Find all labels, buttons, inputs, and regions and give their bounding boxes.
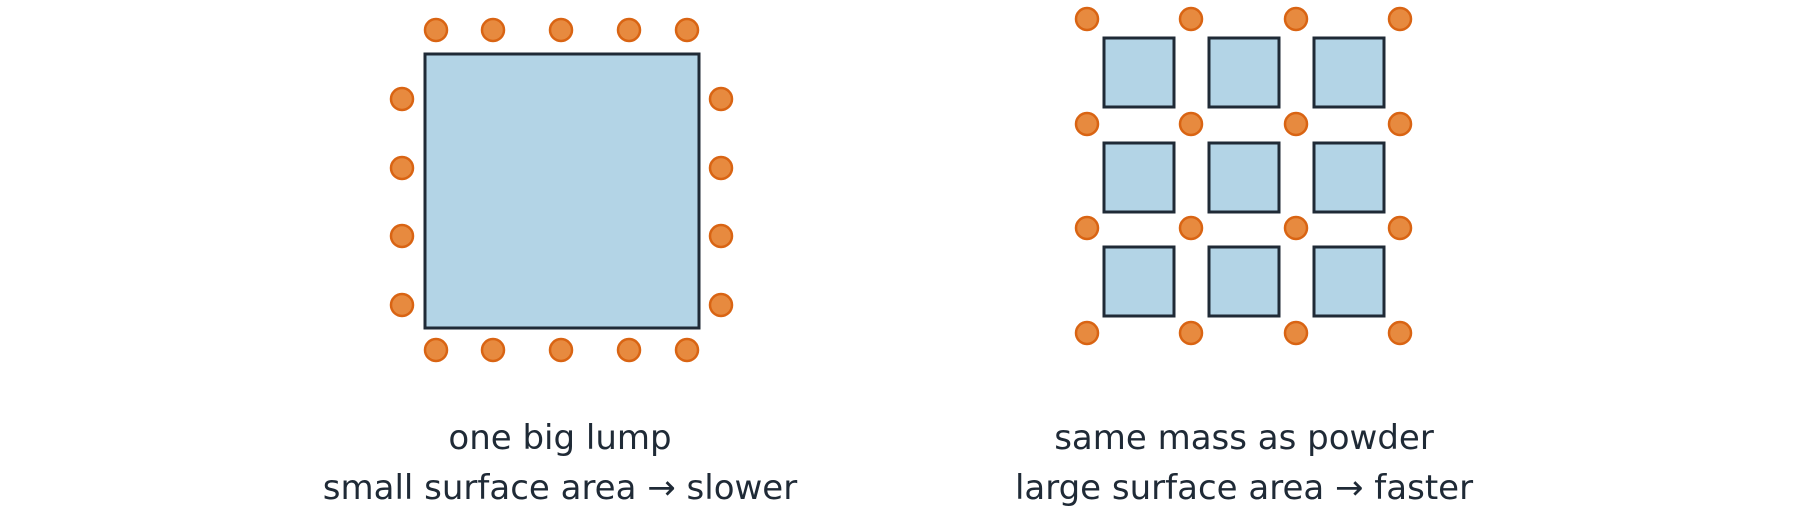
particle-right-2 — [708, 223, 734, 249]
powder-piece-1-0 — [1102, 141, 1176, 214]
powder-piece-2-1 — [1207, 245, 1281, 318]
particle-left-1 — [389, 155, 415, 181]
powder-particle-2-0 — [1074, 215, 1100, 241]
powder-piece-2-2 — [1312, 245, 1386, 318]
particle-left-0 — [389, 86, 415, 112]
big-lump-caption: one big lump small surface area → slower — [210, 413, 910, 513]
particle-top-3 — [616, 17, 642, 43]
powder-particle-0-2 — [1283, 6, 1309, 32]
powder-piece-1-1 — [1207, 141, 1281, 214]
particle-bottom-4 — [674, 337, 700, 363]
big-lump-caption-line-2: small surface area → slower — [322, 468, 798, 508]
powder-piece-2-0 — [1102, 245, 1176, 318]
powder-particle-3-0 — [1074, 320, 1100, 346]
powder-panel — [1074, 6, 1413, 346]
powder-caption-line-2: large surface area → faster — [1014, 468, 1474, 508]
powder-piece-1-2 — [1312, 141, 1386, 214]
particle-bottom-1 — [480, 337, 506, 363]
powder-caption: same mass as powder large surface area →… — [894, 413, 1594, 513]
powder-particle-2-3 — [1387, 215, 1413, 241]
powder-particle-1-1 — [1178, 111, 1204, 137]
powder-particle-3-3 — [1387, 320, 1413, 346]
powder-particle-3-1 — [1178, 320, 1204, 346]
powder-particle-0-1 — [1178, 6, 1204, 32]
powder-particle-1-0 — [1074, 111, 1100, 137]
particle-right-0 — [708, 86, 734, 112]
big-lump-caption-line-1: one big lump — [448, 418, 672, 458]
particle-left-2 — [389, 223, 415, 249]
powder-particle-0-3 — [1387, 6, 1413, 32]
powder-piece-0-1 — [1207, 36, 1281, 109]
powder-piece-0-0 — [1102, 36, 1176, 109]
powder-particle-2-1 — [1178, 215, 1204, 241]
powder-particle-2-2 — [1283, 215, 1309, 241]
particle-top-4 — [674, 17, 700, 43]
big-lump-panel — [389, 17, 734, 363]
particle-right-3 — [708, 292, 734, 318]
powder-particle-1-2 — [1283, 111, 1309, 137]
particle-top-0 — [423, 17, 449, 43]
particle-top-2 — [548, 17, 574, 43]
particle-top-1 — [480, 17, 506, 43]
big-lump — [423, 52, 701, 330]
powder-particle-1-3 — [1387, 111, 1413, 137]
particle-bottom-0 — [423, 337, 449, 363]
particle-bottom-3 — [616, 337, 642, 363]
particle-bottom-2 — [548, 337, 574, 363]
powder-particle-3-2 — [1283, 320, 1309, 346]
particle-right-1 — [708, 155, 734, 181]
powder-particle-0-0 — [1074, 6, 1100, 32]
particle-left-3 — [389, 292, 415, 318]
powder-caption-line-1: same mass as powder — [1054, 418, 1434, 458]
powder-piece-0-2 — [1312, 36, 1386, 109]
